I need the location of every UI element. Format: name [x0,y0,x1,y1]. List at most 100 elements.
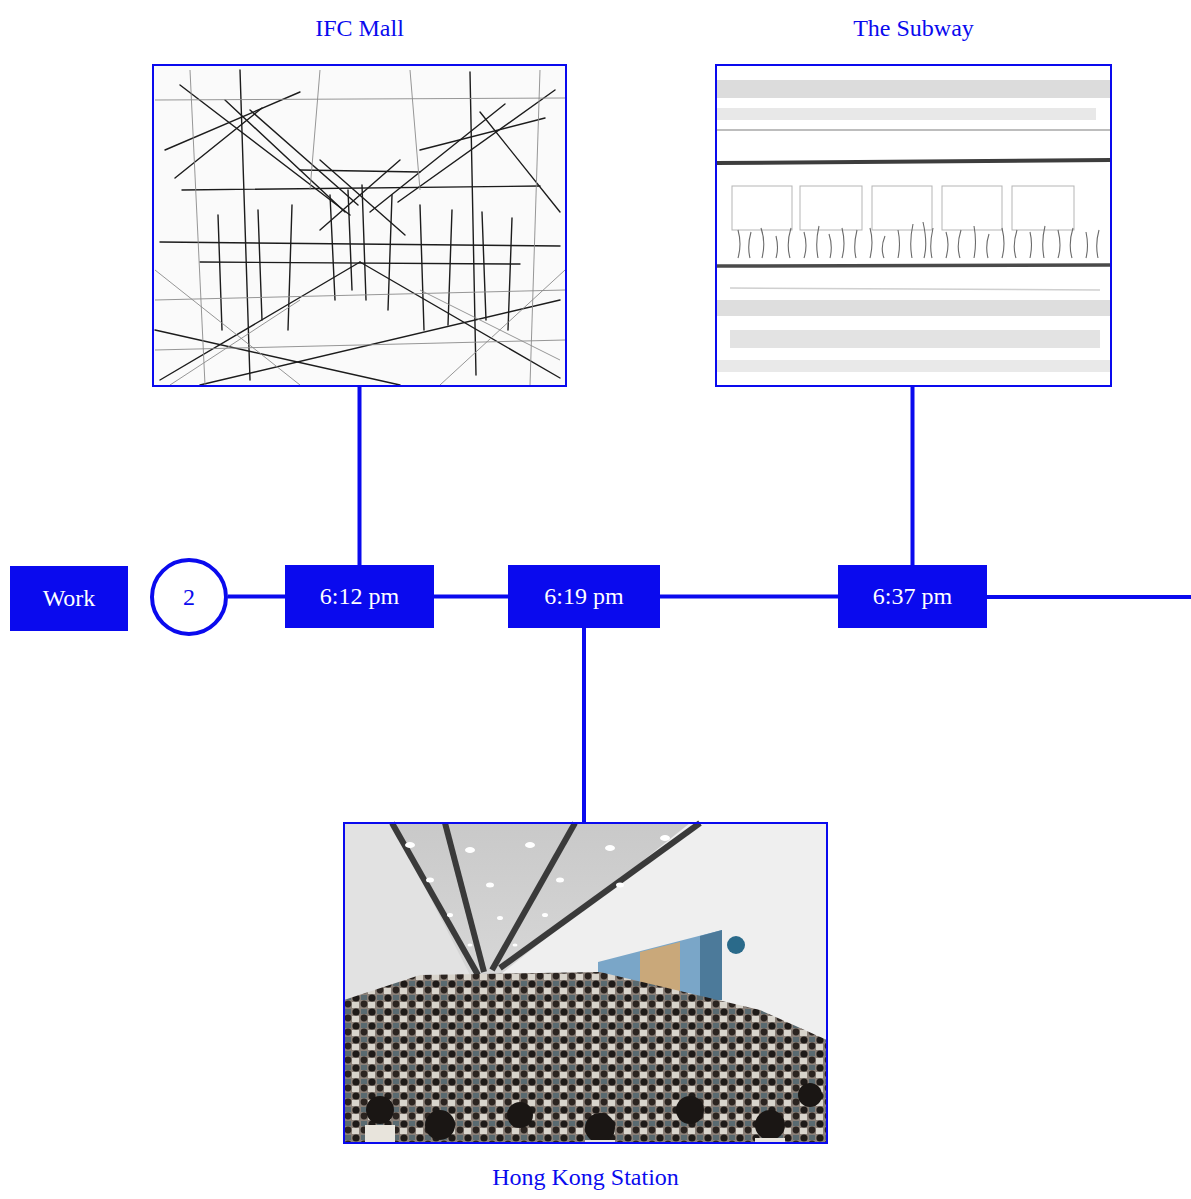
mall-sketch-part-part [420,118,545,150]
mall-sketch-part-part [420,205,424,330]
mall-sketch-part-part [250,110,358,205]
subway-sketch-part [716,129,1111,131]
mall-sketch-part-part [482,212,486,320]
box-label: 6:19 pm [544,583,623,609]
station-photo-part-part [513,944,518,947]
station-photo-part-part [676,1096,704,1124]
box-label: 6:37 pm [873,583,952,609]
subway-sketch-part [716,160,1111,163]
step-circle: 2 [150,558,228,636]
station-photo-part-part [425,1110,455,1140]
mall-sketch-part-part [180,85,350,215]
station-photo-part-part [486,883,494,888]
mall-sketch-part-part [182,186,540,190]
station-photo-part-part [468,944,473,947]
mall-sketch-part-part [170,300,300,385]
station-photo-part [700,930,722,1001]
subway-sketch-part [738,222,1099,258]
station-photo-part-part [497,916,503,920]
mall-sketch-part-part [508,218,512,330]
mall-sketch-part-part [398,90,555,202]
mall-sketch-part [155,70,560,385]
mall-sketch-part-part [288,205,292,330]
time-box: 6:12 pm [285,565,434,628]
station-photo-part-part [445,823,484,972]
station-photo-part-part [500,823,700,968]
subway-sketch-part [732,186,1074,230]
subway-sketch [716,65,1111,386]
station-photo-part [365,1125,785,1143]
station-photo-part-part [447,913,453,917]
station-photo-part-part [798,1083,822,1107]
station-photo-part [727,936,745,954]
mall-sketch-part-part [175,108,262,178]
station-photo-part-part [426,878,434,883]
station-photo-part-part [616,883,624,888]
mall-sketch-part-part [388,195,392,310]
timeline-connector [358,387,362,565]
mall-sketch-part-part [480,112,560,212]
timeline-connector [434,595,508,599]
mall-sketch-part-part [155,290,565,300]
subway-sketch-part [716,360,1111,372]
timeline-connector [911,387,915,565]
circle-shape [152,560,226,634]
timeline-connector [582,628,586,822]
mall-sketch-part-part [258,210,262,320]
station-photo-part-part [755,1110,785,1140]
mall-sketch-part-part [218,215,222,330]
time-box: 6:37 pm [838,565,987,628]
box-label: 6:12 pm [320,583,399,609]
subway-sketch-part-part [1012,186,1074,230]
station-photo [344,823,827,1143]
subway-sketch-part [716,108,1096,120]
photo-frame: The Subway [715,64,1112,387]
station-photo-part-part [405,842,415,848]
station-photo-part-part [605,845,615,851]
mall-sketch-part-part [410,70,420,190]
mall-sketch-part-part [310,70,320,190]
mall-sketch-part-part [420,290,560,360]
mall-sketch-part-part [160,242,560,246]
mall-sketch-part-part [155,340,565,350]
mall-sketch-part-part [440,270,565,385]
station-photo-part [392,823,700,975]
mall-sketch-part [155,70,565,385]
station-photo-part-part [465,847,475,853]
subway-sketch-part [716,80,1111,98]
box-label: Work [43,585,96,611]
mall-sketch-part-part [155,330,400,385]
mall-sketch-part-part [190,70,205,385]
station-photo-part-part [585,1113,615,1143]
subway-sketch-part [716,65,1111,386]
mall-sketch-part-part [530,70,540,385]
subway-sketch-part [716,265,1111,266]
mall-sketch-part-part [320,160,405,235]
frame-heading: The Subway [677,14,1150,43]
timeline-tail [985,595,1191,599]
station-photo-part-part [542,913,548,917]
subway-sketch-part-part [800,186,862,230]
mall-sketch-part-part [155,270,300,385]
photo-frame: Hong Kong Station [343,822,828,1144]
subway-sketch-part [730,288,1100,290]
subway-sketch-part [730,330,1100,348]
station-photo-part [366,1083,822,1143]
mall-sketch-part [153,65,566,386]
start-box: Work [10,566,128,631]
timeline-connector [660,595,838,599]
step-number: 2 [183,585,195,609]
mall-sketch-part-part [370,104,505,212]
mall-sketch-part-part [200,300,560,385]
station-photo-part-part [525,842,535,848]
mall-sketch-part-part [330,195,335,300]
frame-heading: Hong Kong Station [305,1163,866,1192]
subway-sketch-part [716,300,1111,316]
station-photo-part [344,972,827,1143]
subway-sketch-part-part [942,186,1002,230]
mall-sketch-part-part [360,262,560,378]
mall-sketch-part-part [300,170,420,172]
station-photo-part-part [660,835,670,841]
station-photo-part-part [556,878,564,883]
